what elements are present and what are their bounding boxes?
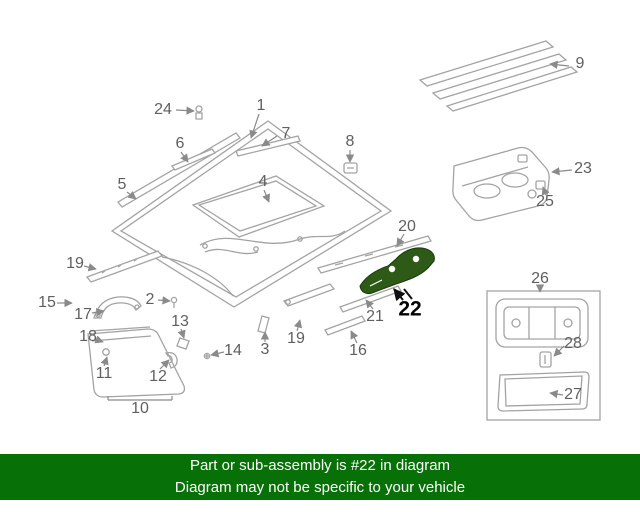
part-label-26: 26 xyxy=(531,270,549,287)
headliner-panel xyxy=(110,120,393,308)
rail-16 xyxy=(324,315,366,336)
part-8 xyxy=(343,162,358,174)
part-label-6: 6 xyxy=(175,135,185,152)
part-label-19-right: 19 xyxy=(287,330,305,347)
part-label-22-highlighted: 22 xyxy=(398,297,422,321)
visor-clip-11 xyxy=(102,348,110,356)
part-label-21: 21 xyxy=(366,308,384,325)
part-label-10: 10 xyxy=(131,400,149,417)
part-label-12: 12 xyxy=(149,368,167,385)
part-label-5: 5 xyxy=(117,176,127,193)
assist-rail-19-left xyxy=(85,250,164,283)
part-label-1: 1 xyxy=(256,97,266,114)
notice-banner-line2: Diagram may not be specific to your vehi… xyxy=(174,479,466,496)
part-label-18: 18 xyxy=(79,328,97,345)
bulb-28 xyxy=(539,351,552,368)
part-label-7: 7 xyxy=(281,125,291,142)
rail-6 xyxy=(170,148,217,171)
part-label-2: 2 xyxy=(145,291,155,308)
part-label-11: 11 xyxy=(95,365,113,382)
screw-14 xyxy=(203,352,211,360)
overhead-console-23 xyxy=(452,146,550,222)
clip-3 xyxy=(257,315,270,334)
sun-visor-10 xyxy=(87,326,186,398)
sunroof-opening xyxy=(191,175,326,238)
wiring-harness xyxy=(161,230,346,297)
part-label-25: 25 xyxy=(536,193,554,210)
bracket-13 xyxy=(176,337,190,350)
leader-line-22 xyxy=(393,288,413,302)
parts-art xyxy=(85,40,601,421)
part-label-19-left: 19 xyxy=(66,255,84,272)
part-label-17: 17 xyxy=(74,306,92,323)
part-label-3: 3 xyxy=(260,341,270,358)
part-label-20: 20 xyxy=(398,218,416,235)
dome-lamp-assembly-26 xyxy=(486,290,601,421)
part-label-9: 9 xyxy=(575,55,585,72)
roof-bow-slats xyxy=(418,40,579,112)
rail-19-right xyxy=(282,283,336,307)
part-label-14: 14 xyxy=(224,342,242,359)
part-label-13: 13 xyxy=(171,313,189,330)
part-label-4: 4 xyxy=(258,173,268,190)
clip-24 xyxy=(195,105,203,120)
highlighted-part-22 xyxy=(359,247,435,295)
grab-handle-15 xyxy=(93,296,142,319)
part-label-23: 23 xyxy=(574,160,592,177)
lens-27 xyxy=(497,371,590,412)
part-label-27: 27 xyxy=(564,386,582,403)
part-label-8: 8 xyxy=(345,133,355,150)
part-label-15: 15 xyxy=(38,294,56,311)
part-label-28: 28 xyxy=(564,335,582,352)
screw-2 xyxy=(170,296,178,308)
notice-banner-line1: Part or sub-assembly is #22 in diagram xyxy=(189,457,451,475)
part-label-24: 24 xyxy=(154,101,172,118)
leader-lines xyxy=(57,60,573,401)
notice-banner: Part or sub-assembly is #22 in diagram D… xyxy=(0,454,640,500)
part-label-16: 16 xyxy=(349,342,367,359)
